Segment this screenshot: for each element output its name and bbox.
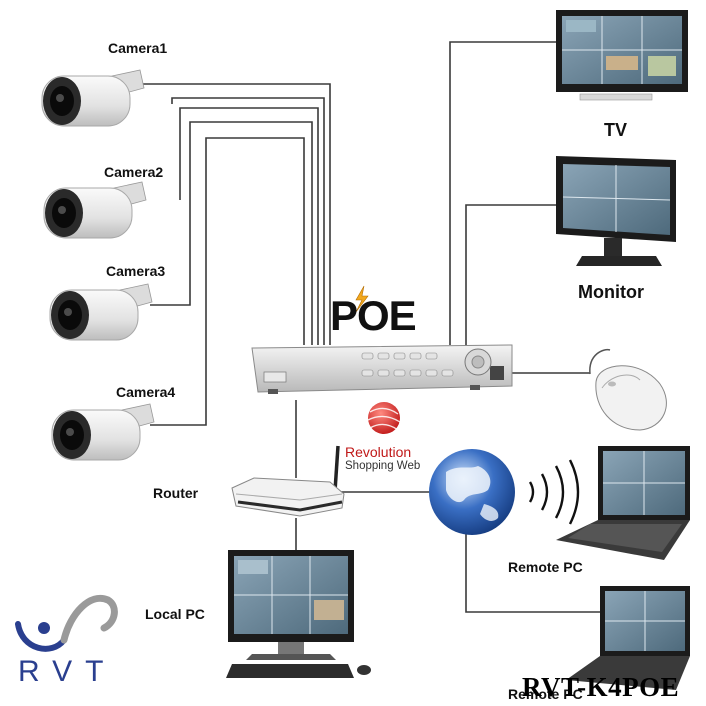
- poe-label: POE: [330, 292, 417, 339]
- local-pc: [226, 550, 371, 678]
- product-code: RVT-K4POE: [522, 672, 680, 702]
- remote-pc-2: [566, 586, 690, 690]
- camera2-cable: [171, 97, 325, 345]
- tv: [556, 10, 688, 101]
- router: [231, 445, 345, 517]
- camera3-label: Camera3: [106, 263, 166, 279]
- camera4-cable: [150, 137, 305, 426]
- remote-pc-1: [556, 446, 690, 560]
- connection-lines: [138, 41, 600, 613]
- monitor-label: Monitor: [578, 282, 644, 302]
- camera3: [49, 283, 153, 341]
- dvr-recorder: [251, 344, 513, 394]
- camera1-label: Camera1: [108, 40, 168, 56]
- camera2: [43, 181, 147, 239]
- camera3-cable: [150, 121, 313, 345]
- watermark-subtitle: Shopping Web: [345, 460, 421, 472]
- watermark-title: Revolution: [345, 444, 412, 460]
- monitor-cable: [465, 204, 556, 345]
- camera1: [41, 69, 145, 127]
- remote-pc-1-label: Remote PC: [508, 559, 583, 575]
- camera4-label: Camera4: [116, 384, 176, 400]
- local-pc-label: Local PC: [145, 606, 205, 622]
- tv-label: TV: [604, 120, 628, 140]
- remote-pc2-cable: [465, 525, 600, 613]
- router-label: Router: [153, 485, 199, 501]
- monitor: [556, 156, 676, 266]
- brand-name: RVT: [18, 655, 117, 688]
- mouse: [589, 348, 667, 431]
- wireless-signal-icon: [528, 459, 580, 525]
- camera2-label: Camera2: [104, 164, 164, 180]
- camera4: [51, 403, 155, 461]
- camera1-cable: [138, 83, 331, 345]
- remote-pc-2-label: Remote PC: [508, 686, 583, 702]
- revolution-watermark-logo: [367, 402, 401, 434]
- poe-bolt-icon: [355, 285, 369, 313]
- internet-globe-icon: [429, 449, 515, 535]
- tv-cable: [449, 41, 556, 345]
- rvt-logo-icon: [15, 594, 118, 652]
